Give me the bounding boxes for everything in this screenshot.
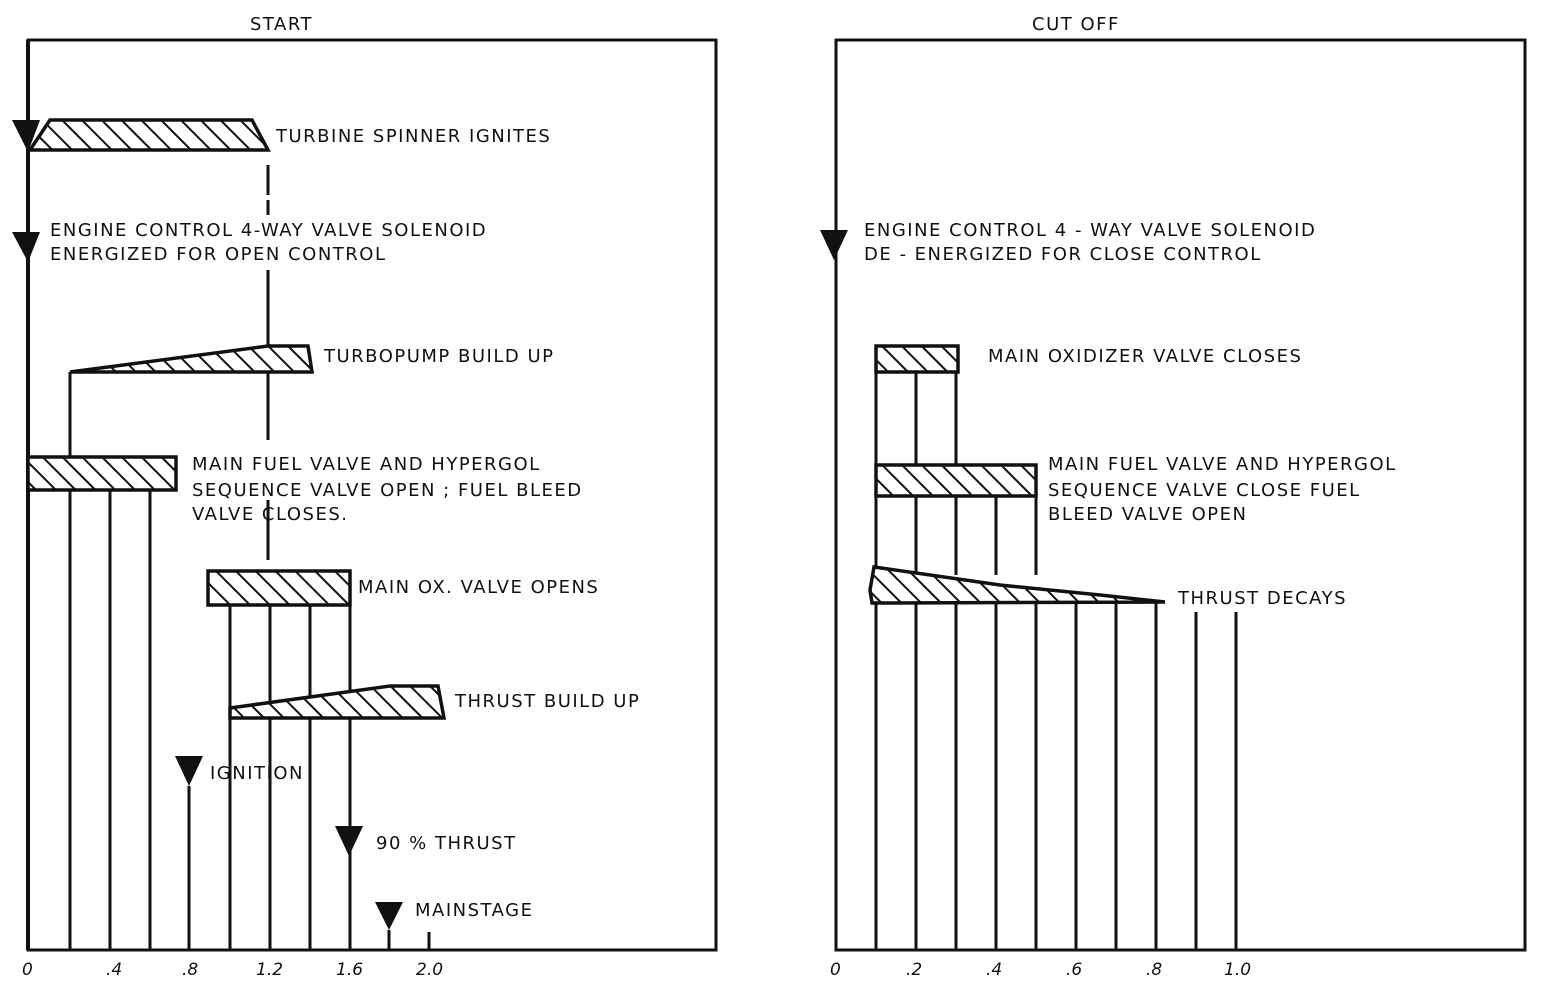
turbopump-label: TURBOPUMP BUILD UP bbox=[323, 346, 554, 367]
ignition-label: IGNITION bbox=[210, 763, 304, 784]
solenoid-label-2: ENERGIZED FOR OPEN CONTROL bbox=[50, 244, 387, 265]
tick-label: 1.2 bbox=[256, 960, 283, 980]
fuel-label-3: BLEED VALVE OPEN bbox=[1048, 504, 1248, 525]
tick-label: .8 bbox=[1146, 960, 1162, 980]
tick-label: 1.6 bbox=[336, 960, 363, 980]
ninety-label: 90 % THRUST bbox=[376, 833, 517, 854]
cutoff-panel: CUT OFF ENGINE CONTROL 4 - WAY VALVE SOL… bbox=[820, 14, 1527, 980]
main-fuel-valve-bar bbox=[874, 463, 1038, 498]
turbopump-bar bbox=[69, 344, 315, 374]
fuel-label-1: MAIN FUEL VALVE AND HYPERGOL bbox=[1048, 454, 1397, 475]
cutoff-title: CUT OFF bbox=[1032, 14, 1120, 35]
fuel-label-2: SEQUENCE VALVE CLOSE FUEL bbox=[1048, 480, 1361, 501]
start-title: START bbox=[250, 14, 313, 35]
thrust-label: THRUST DECAYS bbox=[1177, 588, 1347, 609]
tick-label: .8 bbox=[182, 960, 198, 980]
tick-label: 1.0 bbox=[1224, 960, 1251, 980]
solenoid-label-2: DE - ENERGIZED FOR CLOSE CONTROL bbox=[864, 244, 1262, 265]
tick-label: .4 bbox=[106, 960, 122, 980]
mainstage-label: MAINSTAGE bbox=[415, 900, 533, 921]
fuel-label-2: SEQUENCE VALVE OPEN ; FUEL BLEED bbox=[192, 480, 583, 501]
thrust-decay-bar bbox=[868, 565, 1166, 605]
tick-label: 2.0 bbox=[416, 960, 443, 980]
tick-label: 0 bbox=[830, 960, 841, 980]
ox-label: MAIN OXIDIZER VALVE CLOSES bbox=[988, 346, 1302, 367]
fuel-label-1: MAIN FUEL VALVE AND HYPERGOL bbox=[192, 454, 541, 475]
turbine-spinner-bar bbox=[26, 118, 271, 152]
thrust-label: THRUST BUILD UP bbox=[454, 691, 640, 712]
tick-label: .2 bbox=[906, 960, 922, 980]
tick-label: .6 bbox=[1066, 960, 1082, 980]
ox-label: MAIN OX. VALVE OPENS bbox=[358, 577, 599, 598]
mainstage-triangle-icon bbox=[375, 902, 403, 930]
main-ox-valve-bar bbox=[206, 569, 352, 607]
marker-triangle-icon bbox=[820, 230, 848, 260]
turbine-label: TURBINE SPINNER IGNITES bbox=[275, 126, 551, 147]
cutoff-frame bbox=[834, 38, 1527, 952]
marker-triangle-icon bbox=[12, 232, 40, 262]
start-axis-ticks: 0 .4 .8 1.2 1.6 2.0 bbox=[22, 960, 443, 980]
thrust-build-bar bbox=[228, 684, 447, 720]
start-panel: START TURBINE SPINNER IGNITES ENGINE CON… bbox=[12, 14, 718, 980]
solenoid-label-1: ENGINE CONTROL 4-WAY VALVE SOLENOID bbox=[50, 220, 487, 241]
main-oxidizer-bar bbox=[874, 344, 960, 374]
main-fuel-valve-bar bbox=[26, 455, 178, 492]
marker-triangle-icon bbox=[12, 120, 40, 152]
cutoff-axis-ticks: 0 .2 .4 .6 .8 1.0 bbox=[830, 960, 1251, 980]
solenoid-label-1: ENGINE CONTROL 4 - WAY VALVE SOLENOID bbox=[864, 220, 1316, 241]
ninety-thrust-triangle-icon bbox=[335, 826, 363, 856]
tick-label: .4 bbox=[986, 960, 1002, 980]
tick-label: 0 bbox=[22, 960, 33, 980]
ignition-triangle-icon bbox=[175, 756, 203, 786]
fuel-label-3: VALVE CLOSES. bbox=[192, 504, 349, 525]
